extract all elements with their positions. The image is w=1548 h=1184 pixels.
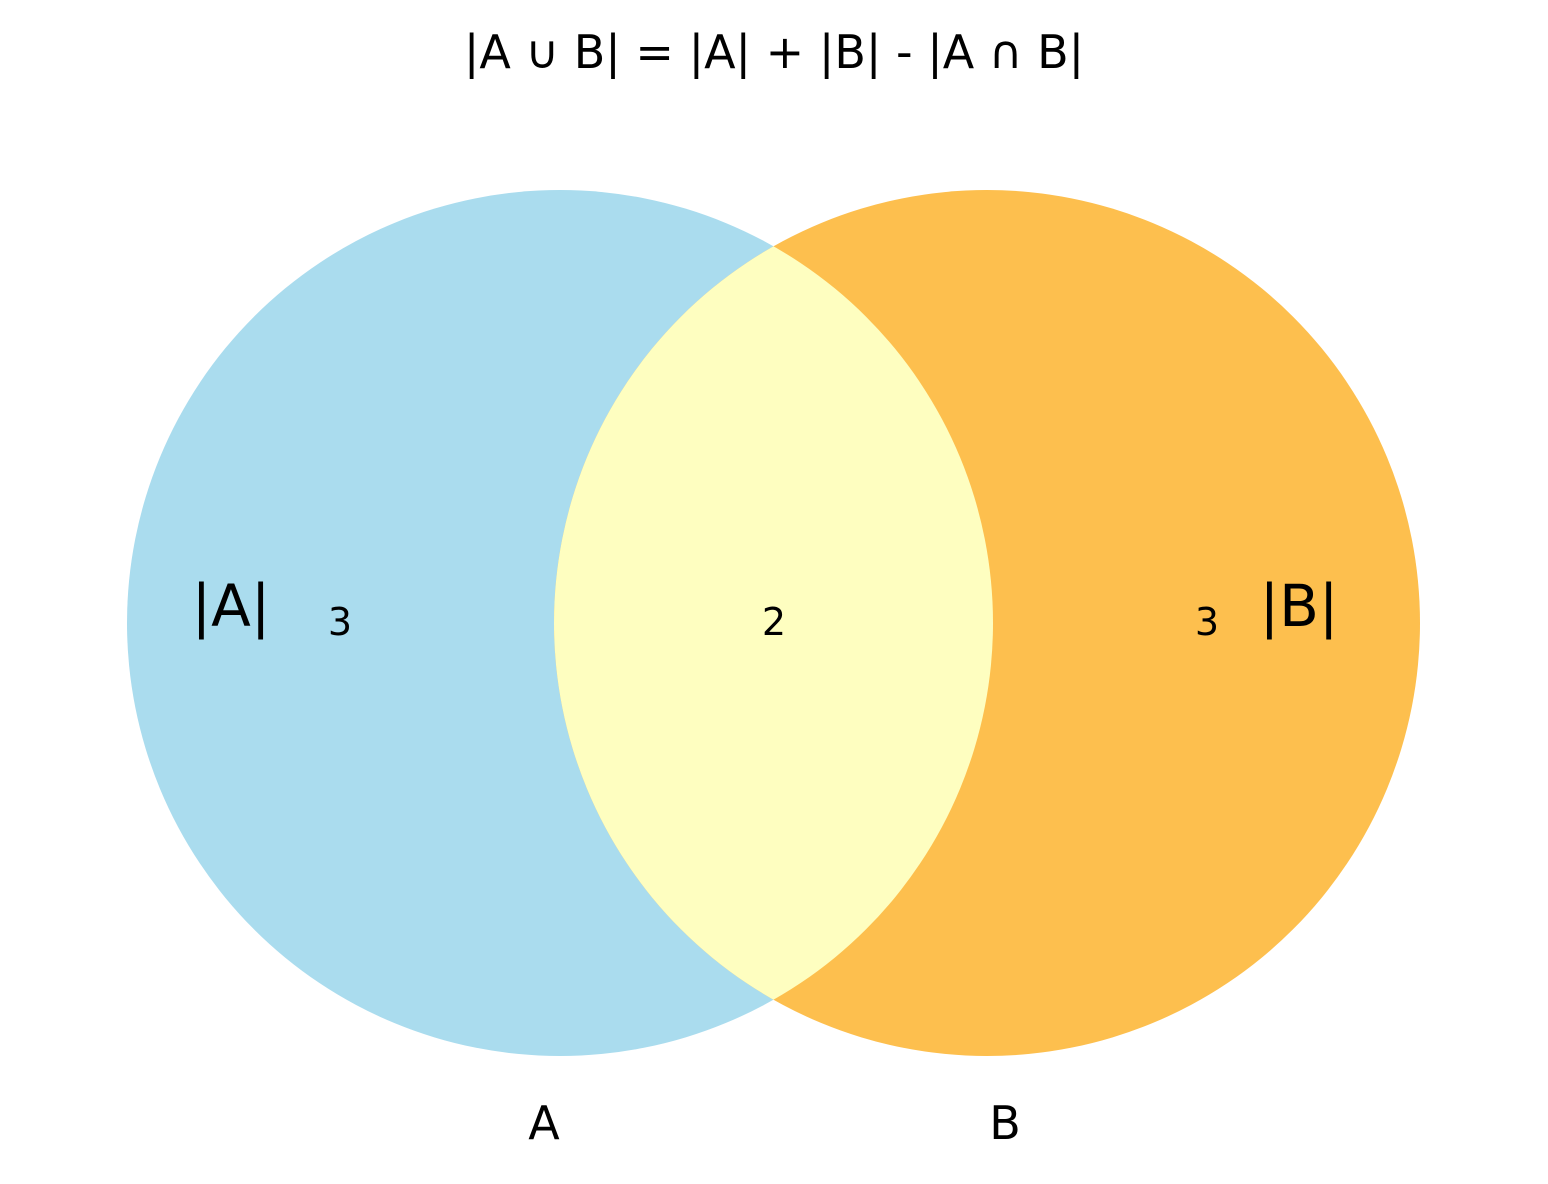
intersection-region bbox=[554, 190, 993, 1056]
diagram-title: |A ∪ B| = |A| + |B| - |A ∩ B| bbox=[464, 25, 1084, 80]
set-b-name: B bbox=[989, 1096, 1021, 1150]
set-b-only-count: 3 bbox=[1195, 600, 1219, 644]
set-a-size-label: |A| bbox=[192, 572, 271, 640]
intersection-count: 2 bbox=[762, 600, 786, 644]
set-a-only-count: 3 bbox=[328, 600, 352, 644]
set-a-name: A bbox=[528, 1096, 560, 1150]
set-b-size-label: |B| bbox=[1260, 572, 1339, 640]
